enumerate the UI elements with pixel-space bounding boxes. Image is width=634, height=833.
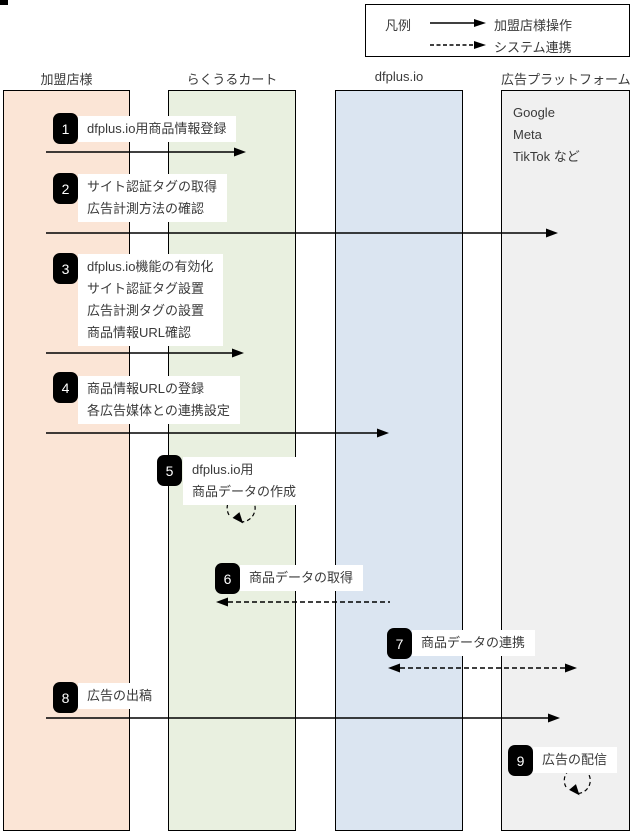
lane-ad-platform: [501, 90, 630, 831]
platform-tiktok: TikTok など: [513, 149, 580, 164]
platform-list: Google Meta TikTok など: [513, 102, 580, 168]
legend-item-system-link: システム連携: [494, 40, 572, 55]
corner-mark: [0, 0, 8, 5]
step-badge-1: 1: [53, 113, 78, 144]
step-badge-3: 3: [53, 253, 78, 284]
platform-google: Google: [513, 105, 555, 120]
step-label-2: サイト認証タグの取得 広告計測方法の確認: [78, 174, 228, 222]
step-badge-9: 9: [508, 745, 533, 776]
step-badge-6: 6: [215, 563, 240, 594]
step-badge-5: 5: [157, 455, 182, 486]
lane-header-merchant: 加盟店様: [40, 72, 93, 87]
step-badge-8: 8: [53, 682, 78, 713]
dashed-arrow-icon: [430, 41, 486, 49]
step-label-6: 商品データの取得: [240, 565, 364, 591]
lane-header-rakuuru-cart: らくうるカート: [186, 72, 278, 87]
lane-header-ad-platform: 広告プラットフォーム: [501, 72, 631, 87]
lane-dfplus: [335, 90, 463, 831]
step-badge-2: 2: [53, 173, 78, 204]
platform-meta: Meta: [513, 127, 542, 142]
step-label-4: 商品情報URLの登録 各広告媒体との連携設定: [78, 376, 240, 424]
legend-title: 凡例: [385, 18, 412, 33]
step-label-1: dfplus.io用商品情報登録: [78, 116, 237, 142]
step-label-8: 広告の出稿: [78, 683, 163, 709]
step-badge-7: 7: [387, 628, 412, 659]
lane-header-dfplus: dfplus.io: [374, 69, 424, 84]
step-badge-4: 4: [53, 372, 78, 403]
legend-item-merchant-operation: 加盟店様操作: [494, 18, 573, 33]
solid-arrow-icon: [430, 19, 486, 27]
step-label-3: dfplus.io機能の有効化 サイト認証タグ設置 広告計測タグの設置 商品情報…: [78, 254, 224, 346]
step-label-5: dfplus.io用 商品データの作成: [183, 457, 307, 505]
step-label-9: 広告の配信: [533, 747, 618, 773]
legend-box: 凡例 加盟店様操作 システム連携: [365, 4, 630, 57]
step-label-7: 商品データの連携: [412, 630, 536, 656]
